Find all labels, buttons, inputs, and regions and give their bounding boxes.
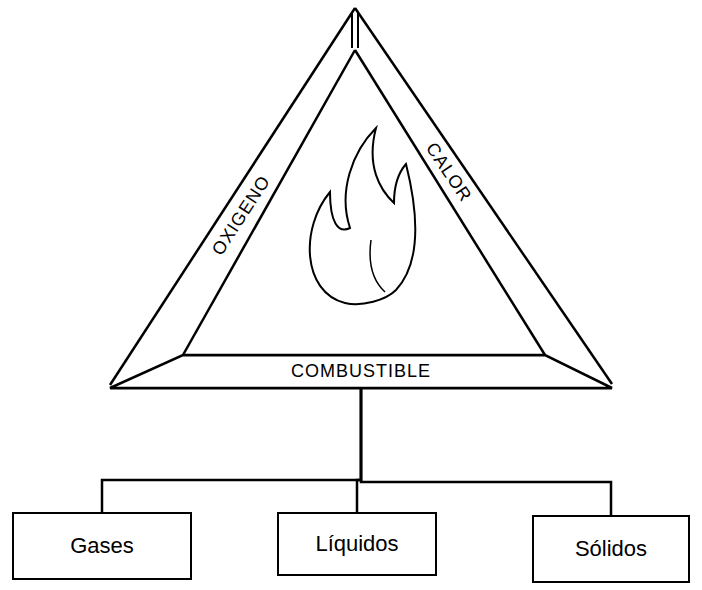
apex-divider [351, 12, 353, 48]
category-box: Sólidos [532, 515, 690, 583]
inner-left-edge [183, 50, 355, 355]
outer-left-edge [110, 8, 355, 385]
node-text: Sólidos [575, 536, 647, 562]
category-box: Líquidos [277, 512, 437, 576]
inner-right-edge [355, 50, 545, 355]
category-box: Gases [12, 512, 192, 580]
side-label: CALOR [421, 138, 476, 205]
node-text: Líquidos [315, 531, 398, 557]
flame-inner [370, 240, 385, 292]
flame [310, 128, 416, 304]
tree-connector [102, 388, 361, 512]
side-label: OXIGENO [207, 171, 274, 259]
tree-connector [361, 388, 611, 515]
band-shape [110, 355, 612, 388]
node-text: COMBUSTIBLE [291, 361, 431, 382]
node-text: Gases [70, 533, 134, 559]
apex-divider [357, 12, 359, 48]
fuel-band: COMBUSTIBLE [110, 355, 612, 388]
